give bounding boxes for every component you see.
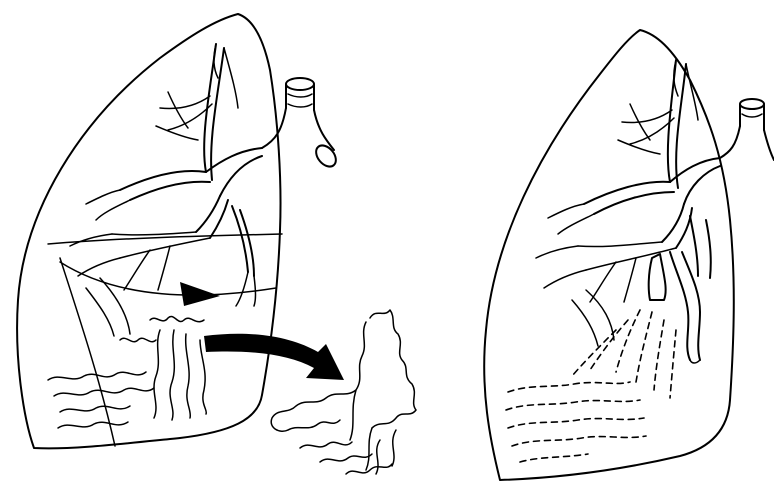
right-bronchial-tree — [536, 60, 720, 363]
left-bronchial-tree — [70, 44, 262, 336]
left-lower-segments — [48, 316, 206, 428]
arrowhead-icon — [180, 282, 220, 306]
right-lung-panel — [484, 30, 774, 480]
left-lung-panel — [17, 14, 340, 448]
right-trachea — [720, 99, 774, 160]
curved-arrow-icon — [204, 334, 344, 380]
extracted-bronchial-segment — [271, 310, 416, 474]
left-oblique-fissure — [48, 234, 282, 244]
right-dashed-region — [506, 310, 676, 462]
